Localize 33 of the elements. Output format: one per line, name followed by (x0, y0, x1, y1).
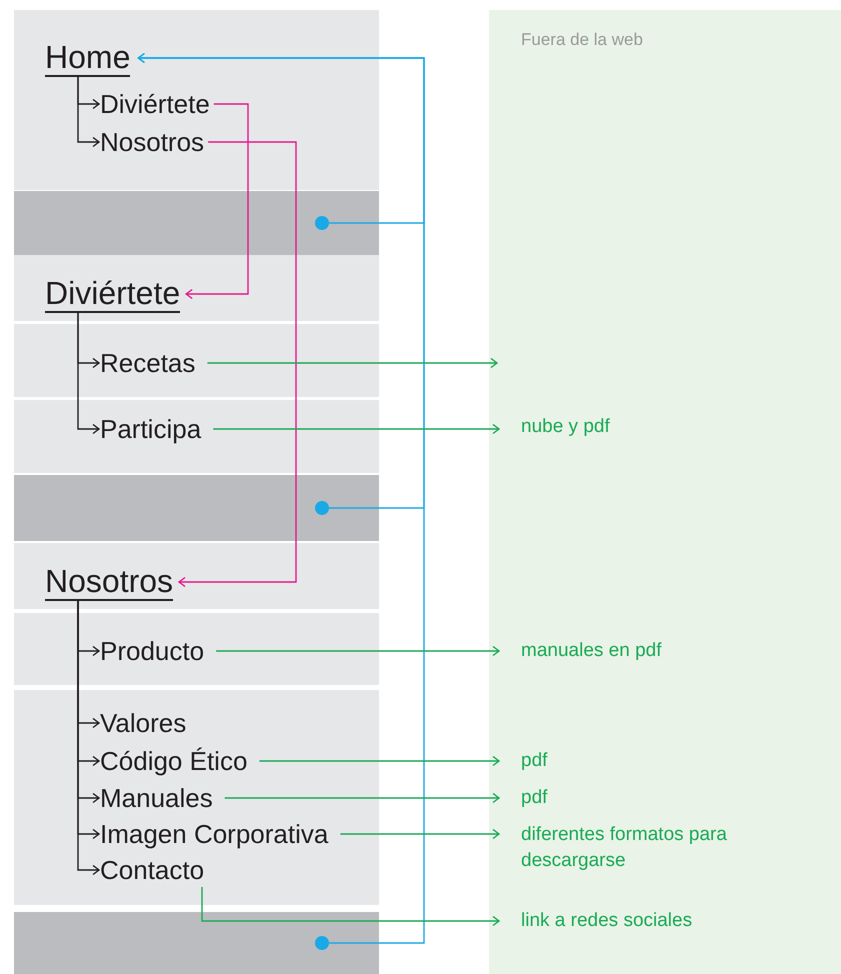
connector-arrow (259, 756, 500, 766)
menu-item: Código Ético (100, 746, 248, 776)
menu-item: Valores (100, 708, 186, 738)
page-heading: Home (45, 39, 130, 77)
menu-item: Participa (100, 414, 202, 444)
connector-arrow (185, 103, 249, 300)
external-resource-label: link a redes sociales (521, 908, 821, 934)
external-panel (489, 10, 841, 974)
connector-arrow (340, 828, 500, 840)
external-resource-label: pdf (521, 785, 821, 811)
menu-item: Diviértete (100, 89, 210, 119)
menu-item: Imagen Corporativa (100, 819, 328, 849)
external-resource-label: pdf (521, 748, 821, 774)
page-heading: Diviértete (45, 275, 180, 313)
menu-item: Contacto (100, 855, 204, 885)
menu-item: Nosotros (100, 127, 204, 157)
menu-item: Manuales (100, 783, 213, 813)
connector-arrow (77, 313, 100, 434)
connector-arrow (138, 52, 425, 944)
external-resource-label: nube y pdf (521, 414, 821, 440)
external-resource-label: diferentes formatos para descargarse (521, 822, 771, 874)
panel-title: Fuera de la web (521, 30, 643, 50)
connector-arrow (77, 77, 100, 148)
connector-arrow (224, 792, 500, 804)
external-resource-label: manuales en pdf (521, 638, 821, 664)
connector-arrow (178, 141, 297, 588)
menu-item: Producto (100, 636, 204, 666)
connector-arrow (201, 887, 500, 926)
connector-arrow (207, 358, 498, 368)
connector-arrow (213, 424, 500, 434)
connector-arrow (216, 646, 500, 656)
menu-item: Recetas (100, 348, 196, 378)
page-heading: Nosotros (45, 563, 174, 601)
